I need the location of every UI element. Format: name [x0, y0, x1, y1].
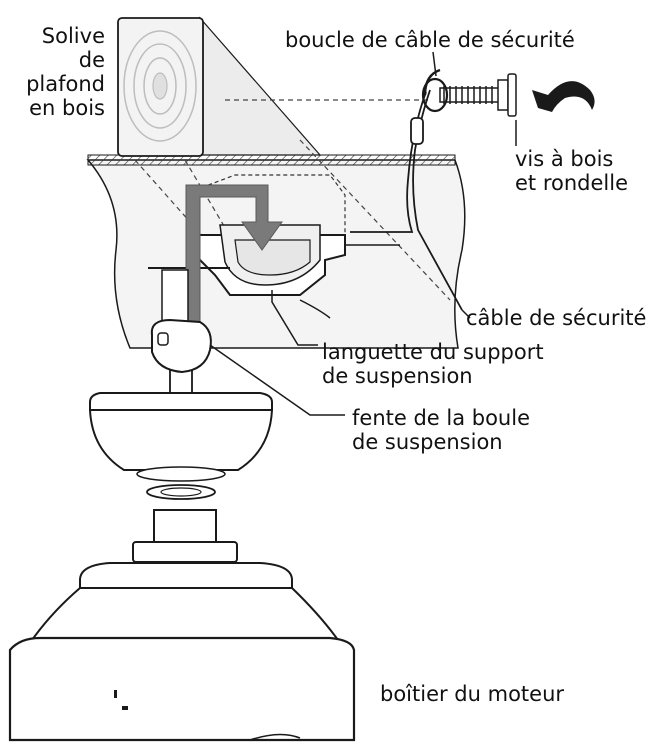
- leader-ball-slot: [209, 344, 345, 416]
- label-safety-cable-loop: boucle de câble de sécurité: [285, 28, 575, 52]
- leader-safety-cable: [461, 309, 471, 319]
- label-wood-screw-washer: vis à bois et rondelle: [515, 147, 628, 195]
- canopy: [88, 392, 274, 482]
- motor-collar: [132, 509, 238, 563]
- label-bracket-tab: languette du support de suspension: [322, 340, 544, 388]
- leader-lines: [209, 51, 517, 416]
- leader-bracket-tab: [271, 290, 318, 346]
- wooden-joist: [117, 17, 204, 157]
- label-motor-housing: boîtier du moteur: [380, 682, 565, 706]
- leader-safety-loop: [432, 51, 437, 77]
- hanger-ball: [150, 318, 212, 374]
- label-safety-cable: câble de sécurité: [466, 306, 647, 330]
- label-hanger-ball-slot: fente de la boule de suspension: [352, 406, 530, 454]
- mounting-bracket: [148, 224, 400, 319]
- rotation-arrow: [532, 81, 595, 112]
- coupling-rings: [146, 484, 216, 500]
- wood-screw: [421, 73, 517, 117]
- safety-cable: [350, 68, 463, 311]
- motor-housing: [8, 562, 356, 742]
- label-ceiling-joist: Solive de plafond en bois: [26, 24, 105, 120]
- insertion-arrow: [185, 184, 283, 323]
